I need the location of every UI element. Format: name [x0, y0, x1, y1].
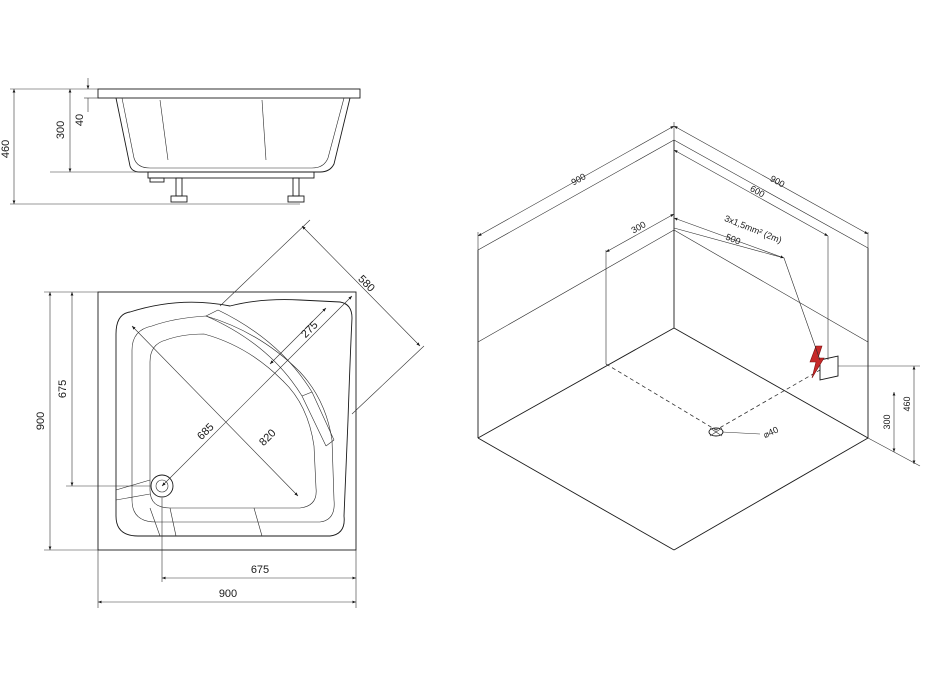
installation-view: ⌀40 900 900 600 300 500 3x1,5mm² (2m) 46…: [477, 122, 921, 551]
dim-line-275: [269, 307, 327, 365]
dim-line-iso-300: [605, 213, 675, 253]
top-dim-inner-width: 675: [251, 564, 269, 576]
top-view: 900 675 675 900 580 820 685 275: [35, 219, 425, 608]
tub-outline-dashed: [605, 363, 821, 431]
dim-line-iso-900-left: [477, 125, 675, 237]
dim-line-685: [131, 325, 299, 497]
side-dim-total-height: 460: [0, 140, 12, 158]
top-dim-inner-depth: 675: [57, 380, 69, 398]
iso-dim-wall-left: 900: [570, 171, 588, 187]
side-view: 460 300 40: [0, 78, 361, 205]
dim-line-820: [161, 295, 353, 487]
iso-dim-left-offset: 300: [630, 219, 648, 235]
side-dim-tub-depth: 300: [55, 121, 67, 139]
iso-dim-outlet-from-corner: 600: [748, 183, 766, 199]
iso-dim-socket-offset: 500: [724, 232, 742, 247]
dim-line-580: [301, 225, 421, 347]
iso-dim-socket-height: 460: [902, 396, 912, 411]
top-dim-diagonal: 820: [257, 427, 278, 448]
dim-line-iso-500: [673, 217, 785, 259]
side-dim-rim: 40: [74, 114, 86, 126]
top-dim-width: 900: [219, 588, 237, 600]
socket-box: [819, 355, 839, 381]
top-dim-depth: 900: [35, 412, 47, 430]
iso-dim-socket-height-2: 300: [882, 414, 892, 429]
drain-diameter-label: ⌀40: [762, 424, 780, 440]
top-dim-seat: 275: [299, 319, 320, 340]
top-dim-diagonal-outer: 580: [355, 273, 376, 294]
electric-hazard-icon: [809, 345, 825, 379]
top-dim-diagonal-inner: 685: [195, 421, 216, 442]
